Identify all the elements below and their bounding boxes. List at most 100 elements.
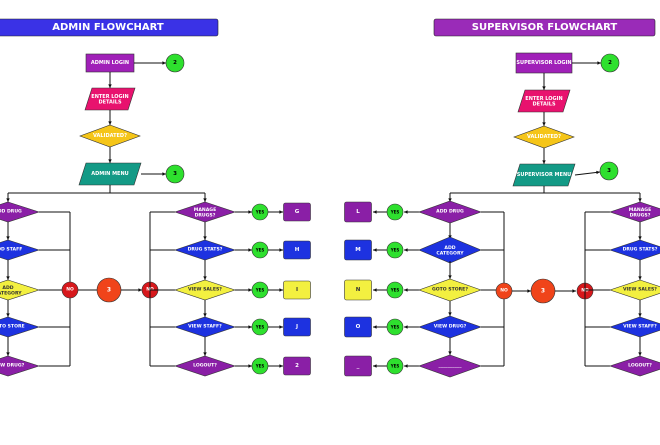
arrow-head: [203, 276, 207, 280]
supervisor-banner: [433, 18, 656, 37]
arrow-head: [542, 86, 546, 90]
arrow-head: [373, 210, 377, 214]
arrow-head: [279, 210, 283, 214]
arrow-head: [596, 170, 600, 175]
admin-menu-box: [78, 162, 142, 186]
supervisor-yes-connector-2: [386, 241, 404, 259]
supervisor-menu-box-label: SUPERVISOR MENU: [517, 172, 571, 178]
arrow-head: [248, 288, 252, 292]
supervisor-banner-title: SUPERVISOR FLOWCHART: [472, 22, 618, 33]
admin-target-box-4-label: J: [295, 324, 298, 330]
arrow-head: [6, 276, 10, 280]
arrow-head: [248, 248, 252, 252]
supervisor-target-box-2: [344, 239, 372, 261]
arrow-head: [373, 248, 377, 252]
arrow-head: [108, 121, 112, 125]
supervisor-menu-connector-label: 3: [607, 168, 611, 174]
arrow-head: [638, 276, 642, 280]
supervisor-yes-connector-1-label: YES: [390, 210, 400, 215]
supervisor-yes-connector-2-label: YES: [390, 248, 400, 253]
arrow-head: [248, 364, 252, 368]
arrow-head: [404, 364, 408, 368]
supervisor-yes-connector-4: [386, 318, 404, 336]
admin-right-decision-5-label: LOGOUT?: [193, 363, 217, 369]
arrow-head: [6, 198, 10, 202]
supervisor-login-connector-label: 2: [608, 60, 612, 66]
arrow-head: [373, 364, 377, 368]
admin-login-connector-label: 2: [173, 60, 177, 66]
arrow-head: [448, 275, 452, 279]
supervisor-right-decision-5-label: LOGOUT?: [628, 363, 652, 369]
arrow-head: [279, 364, 283, 368]
arrow-head: [542, 122, 546, 126]
supervisor-login-connector: [600, 53, 620, 73]
arrow-head: [373, 288, 377, 292]
supervisor-yes-connector-5: [386, 357, 404, 375]
admin-no-connector-label: NO: [66, 287, 74, 293]
supervisor-target-box-4-label: O: [356, 324, 361, 330]
arrow-head: [572, 289, 576, 293]
admin-left-decision-5: [0, 355, 40, 377]
supervisor-target-box-2-label: M: [355, 247, 360, 253]
admin-center-connector-label: 3: [107, 287, 111, 294]
admin-menu-box-label: ADMIN MENU: [91, 171, 128, 177]
admin-right-decision-2-label: DRUG STATS?: [188, 247, 223, 253]
arrow-head: [448, 312, 452, 316]
admin-target-box-5: [283, 356, 311, 376]
supervisor-left-decision-3-label: GOTO STORE?: [432, 287, 468, 293]
arrow-head: [448, 351, 452, 355]
admin-left-decision-2-label: ADD STAFF: [0, 247, 22, 253]
admin-right-decision-3-label: VIEW SALES?: [188, 287, 222, 293]
admin-target-box-5-label: 2: [295, 363, 299, 369]
admin-details-box: [84, 87, 136, 111]
admin-target-box-4: [283, 317, 311, 337]
arrow-head: [279, 325, 283, 329]
supervisor-center-connector-label: 3: [541, 288, 545, 295]
arrow-head: [638, 198, 642, 202]
supervisor-target-box-5-label: _: [357, 363, 360, 369]
supervisor-yes-connector-3: [386, 281, 404, 299]
supervisor-no-connector-label: NO: [500, 288, 508, 294]
supervisor-target-box-1-label: L: [356, 209, 360, 215]
admin-yes-connector-4-label: YES: [255, 325, 265, 330]
arrow-line: [574, 171, 601, 176]
supervisor-yes-connector-4-label: YES: [390, 325, 400, 330]
arrow-head: [279, 288, 283, 292]
arrow-head: [162, 61, 166, 65]
admin-target-box-2: [283, 240, 311, 260]
admin-target-box-3: [283, 280, 311, 300]
arrow-head: [162, 172, 166, 176]
admin-left-decision-5-label: VIEW DRUG?: [0, 363, 25, 369]
admin-login-box-label: ADMIN LOGIN: [91, 60, 129, 66]
arrow-head: [108, 84, 112, 88]
admin-yes-connector-1-label: YES: [255, 210, 265, 215]
admin-left-decision-4-label: GOTO STORE: [0, 324, 25, 330]
arrow-head: [6, 313, 10, 317]
arrow-head: [203, 198, 207, 202]
arrow-head: [248, 210, 252, 214]
supervisor-right-decision-3-label: VIEW SALES?: [623, 287, 657, 293]
arrow-head: [638, 313, 642, 317]
supervisor-target-box-4: [344, 316, 372, 338]
supervisor-yes-connector-5-label: YES: [390, 364, 400, 369]
arrow-head: [203, 236, 207, 240]
arrow-head: [448, 198, 452, 202]
supervisor-details-box: [517, 89, 571, 113]
supervisor-left-decision-5: [418, 354, 482, 378]
admin-menu-connector-label: 3: [173, 171, 177, 177]
arrow-head: [542, 160, 546, 164]
supervisor-menu-connector: [599, 161, 619, 181]
supervisor-right-decision-5: [609, 355, 660, 377]
admin-menu-connector: [165, 164, 185, 184]
supervisor-menu-box: [512, 163, 576, 187]
supervisor-target-box-1: [344, 201, 372, 223]
supervisor-left-decision-4-label: VIEW DRUG?: [434, 324, 467, 330]
supervisor-validated-decision-label: VALIDATED?: [527, 134, 561, 140]
